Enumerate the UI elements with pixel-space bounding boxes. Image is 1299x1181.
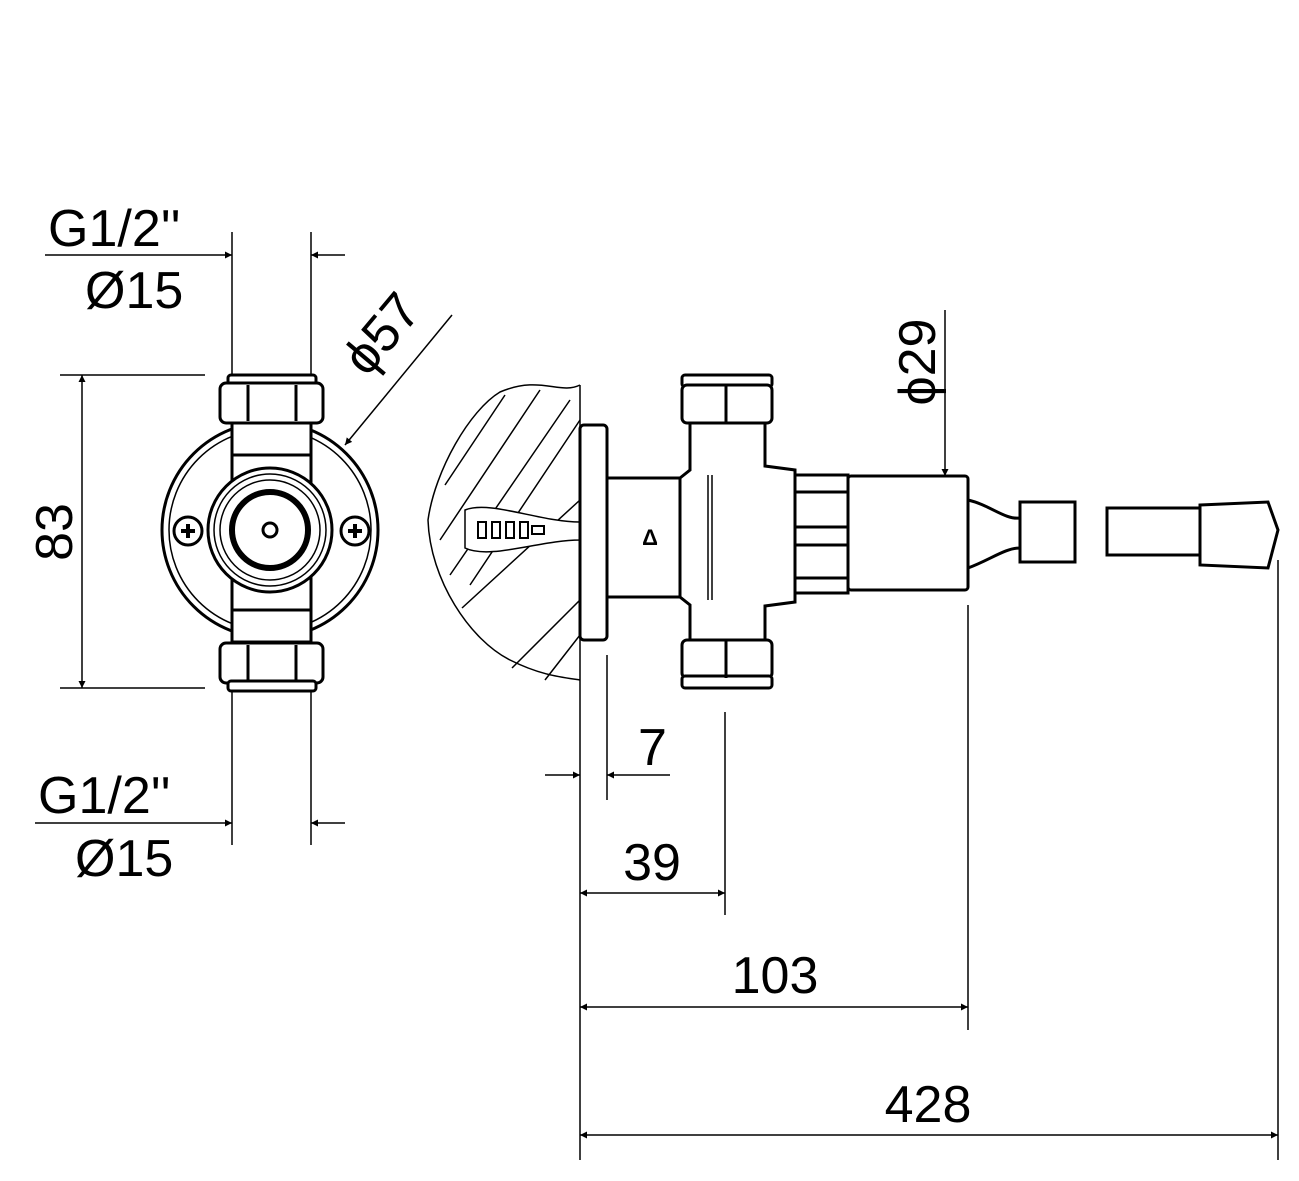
thread-label-top: G1/2'' — [48, 200, 181, 258]
dimension-body-diameter: ϕ29 — [889, 310, 949, 476]
side-view: Δ — [427, 373, 1280, 1160]
dimension-thread-bottom: G1/2'' Ø15 — [35, 767, 345, 888]
direction-arrow-icon: Δ — [642, 525, 658, 550]
thread-label-bottom: G1/2'' — [38, 767, 171, 825]
dimension-flange-thickness: 7 — [545, 655, 670, 800]
dimension-inlet-offset: 39 — [580, 712, 726, 915]
dimension-total-length: 428 — [580, 560, 1279, 1160]
inlet-offset-label: 39 — [623, 834, 681, 892]
height-label: 83 — [26, 503, 84, 561]
diameter-label-bottom: Ø15 — [75, 830, 173, 888]
screw-icon — [172, 515, 204, 547]
dimension-flange-diameter: ϕ57 — [332, 282, 453, 446]
body-diameter-label: ϕ29 — [889, 319, 947, 406]
diameter-label-top: Ø15 — [85, 262, 183, 320]
front-view — [160, 232, 380, 845]
body-length-label: 103 — [732, 947, 819, 1005]
total-length-label: 428 — [885, 1076, 972, 1134]
dimension-thread-top: G1/2'' Ø15 — [45, 200, 345, 320]
lever-handle — [1105, 500, 1280, 570]
flange-diameter-label: ϕ57 — [332, 282, 432, 386]
wall-section — [427, 384, 581, 681]
screw-icon — [339, 515, 371, 547]
flange-thickness-label: 7 — [638, 719, 667, 777]
dimension-body-length: 103 — [580, 605, 969, 1030]
dimension-height: 83 — [26, 374, 205, 689]
